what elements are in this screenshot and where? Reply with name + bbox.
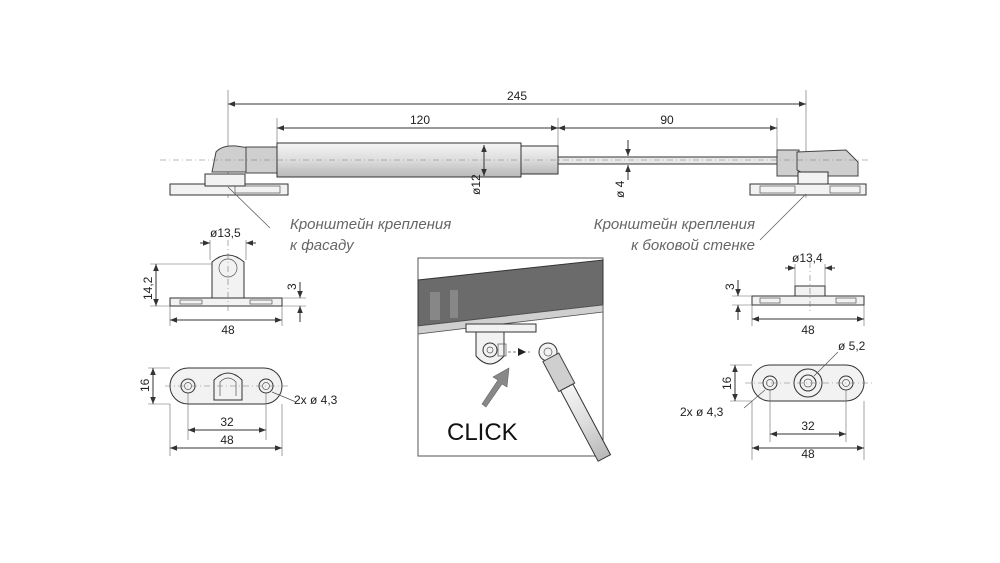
left-hole-spacing-label: 32	[220, 415, 234, 429]
left-holes-label: 2x ø 4,3	[294, 393, 338, 407]
click-label: CLICK	[447, 419, 518, 446]
right-center-hole-label: ø 5,2	[838, 339, 866, 353]
right-holes-label: 2x ø 4,3	[680, 405, 724, 419]
right-caption-leader	[759, 193, 807, 241]
right-bracket-top-view: ø 5,2 16 2x ø 4,3 32 48	[680, 339, 872, 461]
left-height-label: 14,2	[141, 276, 155, 300]
right-plate-width-label: 48	[801, 447, 815, 461]
click-detail-view: CLICK	[417, 257, 612, 462]
overall-length-label: 245	[507, 89, 527, 103]
body-diameter-label: ø12	[469, 174, 483, 195]
left-pivot-diameter-label: ø13,5	[210, 226, 241, 240]
left-bracket-caption-line2: к фасаду	[290, 237, 355, 254]
left-plate-width-label: 48	[220, 433, 234, 447]
body-length-label: 120	[410, 113, 430, 127]
right-plate-height-label: 16	[720, 376, 734, 390]
right-bracket-caption-line2: к боковой стенке	[631, 237, 755, 254]
rod-diameter-label: ø 4	[613, 180, 627, 198]
left-base-width-label: 48	[221, 323, 235, 337]
left-caption-leader	[227, 186, 271, 229]
right-base-width-label: 48	[801, 323, 815, 337]
left-base-thickness-label: 3	[285, 283, 299, 290]
left-bracket-top-view: 16 2x ø 4,3 32 48	[138, 367, 338, 456]
right-base-thickness-label: 3	[723, 283, 737, 290]
right-pivot-diameter-label: ø13,4	[792, 251, 823, 265]
right-bracket-side-view: ø13,4 3 48	[723, 251, 865, 337]
left-plate-height-label: 16	[138, 378, 152, 392]
right-hole-spacing-label: 32	[801, 419, 815, 433]
rod-length-label: 90	[660, 113, 674, 127]
right-bracket-caption-line1: Кронштейн крепления	[594, 216, 755, 233]
left-bracket-side-view: ø13,5 14,2 3 48	[141, 226, 306, 337]
left-bracket-caption-line1: Кронштейн крепления	[290, 216, 451, 233]
gas-spring-assembly: 245 120 90 ø12 ø 4	[160, 89, 870, 198]
arrow-icon	[481, 367, 510, 408]
